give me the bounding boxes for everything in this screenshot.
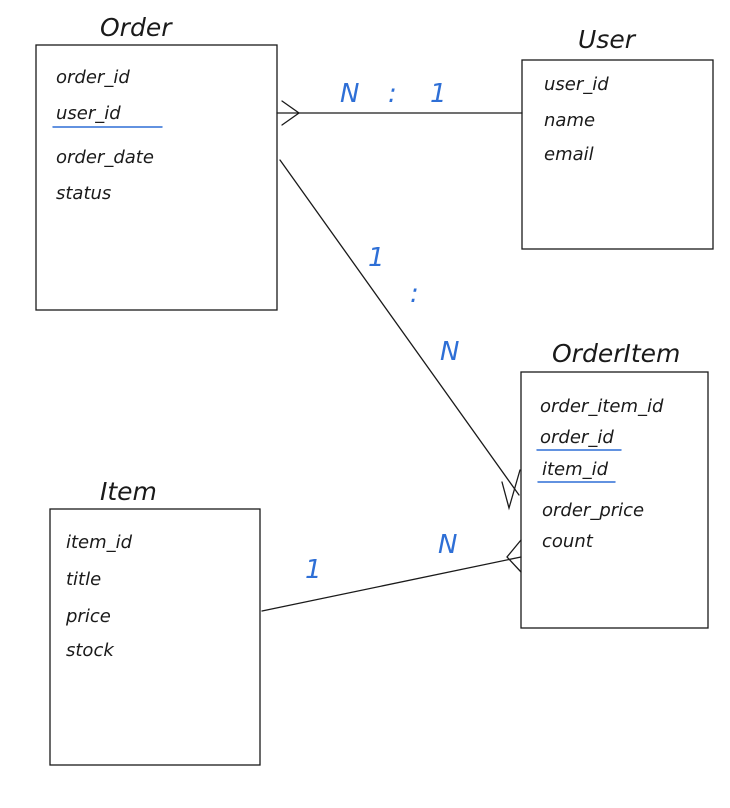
entity-box-order-item [520,371,709,629]
entity-box-order [35,44,278,311]
cardinality-1-item-orderitem: 1 [305,555,322,585]
user-field-name: name [544,110,595,131]
cardinality-separator-order-orderitem: : [410,279,419,309]
entity-user: User user_id name email [521,25,714,250]
order-field-order-id: order_id [56,67,130,88]
relationship-order-user: N : 1 [276,79,523,126]
relation-line-order-orderitem [279,159,520,496]
entity-title-item: Item [100,477,157,506]
entity-title-user: User [578,25,637,54]
relationship-item-orderitem: 1 N [261,530,522,612]
item-field-title: title [66,569,101,590]
cardinality-separator-order-user: : [388,79,397,109]
cardinality-n-item-orderitem: N [438,530,457,560]
user-field-user-id: user_id [544,74,609,95]
order-field-user-id: user_id [56,103,121,124]
crows-foot-item-orderitem [506,539,522,573]
orderitem-field-order-item-id: order_item_id [540,396,664,417]
orderitem-field-order-price: order_price [542,500,644,521]
relation-line-item-orderitem [261,556,522,612]
cardinality-n-order-orderitem: N [440,337,459,367]
orderitem-field-item-id: item_id [542,459,609,480]
orderitem-field-count: count [542,531,594,552]
order-field-status: status [56,183,111,204]
item-field-item-id: item_id [66,532,133,553]
entity-box-user [521,59,714,250]
entity-title-order-item: OrderItem [552,339,680,368]
entity-box-item [49,508,261,766]
cardinality-n-order-user: N [340,79,359,109]
cardinality-1-order-user: 1 [430,79,447,109]
entity-title-order: Order [100,13,173,42]
entity-item: Item item_id title price stock [49,477,261,766]
user-field-email: email [544,144,594,165]
crows-foot-order-orderitem [501,469,521,511]
orderitem-field-order-id: order_id [540,427,614,448]
item-field-price: price [65,606,111,627]
cardinality-1-order-orderitem: 1 [368,243,385,273]
crows-foot-order-user [281,100,301,126]
entity-order: Order order_id user_id order_date status [35,13,278,311]
order-field-order-date: order_date [56,147,154,168]
item-field-stock: stock [66,640,115,661]
entity-order-item: OrderItem order_item_id order_id item_id… [520,339,709,629]
relationship-order-orderitem: 1 : N [279,159,521,511]
